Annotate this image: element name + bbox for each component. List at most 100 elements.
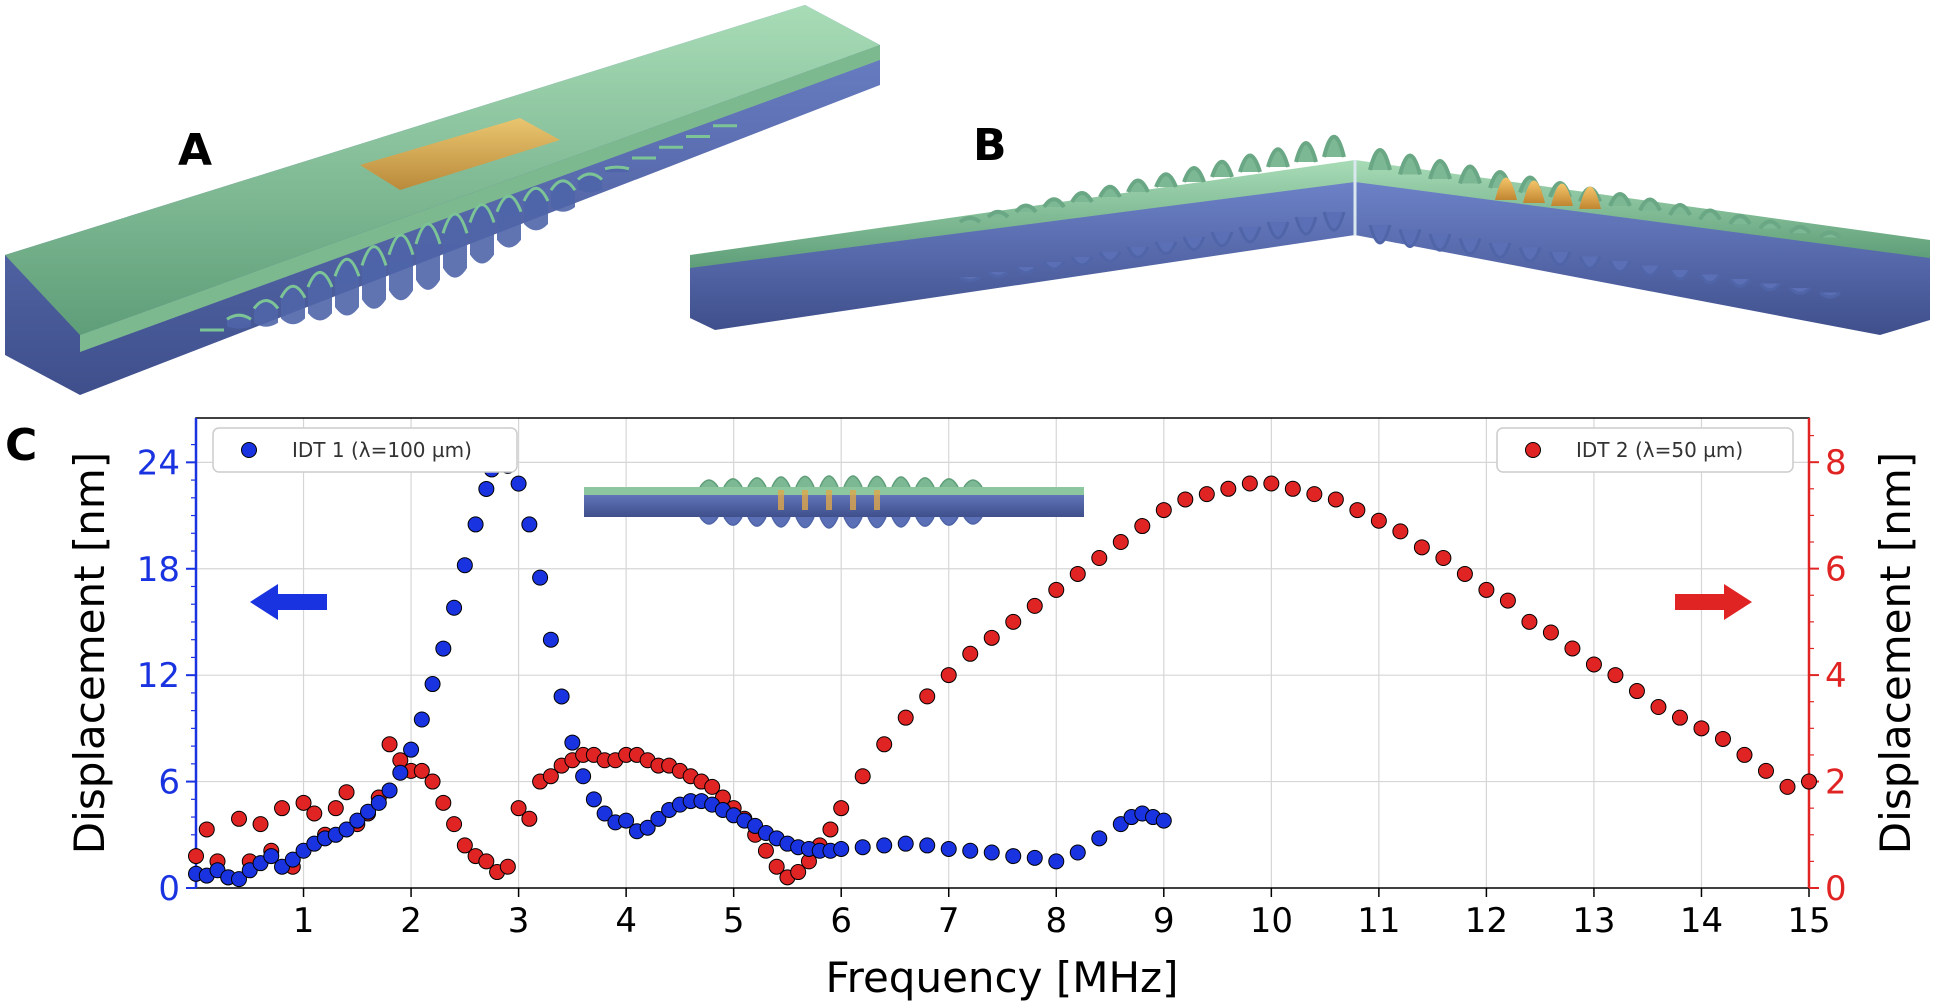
inset-wave-crest (699, 479, 719, 488)
inset-wave-crest (819, 475, 839, 488)
wave-crest (1428, 159, 1452, 180)
wave-trough (1014, 265, 1038, 275)
idt2-data-point (1284, 480, 1301, 497)
inset-wave-trough (915, 516, 935, 527)
idt2-data-point (854, 768, 871, 785)
inset-wave-trough (795, 516, 815, 529)
wave-trough (1458, 238, 1482, 256)
x-tick-label: 4 (615, 901, 637, 941)
idt2-data-point (1306, 486, 1323, 503)
wave-crest (1818, 230, 1842, 239)
idt2-data-point (1413, 539, 1430, 556)
wave-trough (1322, 211, 1346, 232)
idt2-data-point (1456, 565, 1473, 582)
idt2-data-point (1220, 480, 1237, 497)
wave-crest (1458, 164, 1482, 185)
panel-a-label: A (178, 125, 212, 176)
wave-crest (1608, 192, 1632, 207)
wave-crest-film (549, 179, 577, 192)
wave-trough (1398, 229, 1422, 249)
inset-wave-crest (963, 479, 983, 488)
wave-crest-film (522, 186, 550, 202)
electrode-finger (1579, 186, 1601, 209)
inset-electrode (778, 490, 784, 510)
idt2-data-point (1263, 475, 1280, 492)
right-y-tick-label: 8 (1825, 443, 1847, 483)
idt2-data-point (1757, 762, 1774, 779)
panel-b-substrate-right (1355, 180, 1930, 335)
idt1-data-point (392, 764, 409, 781)
idt2-data-point (1198, 486, 1215, 503)
idt1-data-point (564, 734, 581, 751)
idt1-data-point (1091, 830, 1108, 847)
idt2-data-point (1564, 640, 1581, 657)
idt2-data-point (1693, 720, 1710, 737)
idt2-data-point (1155, 502, 1172, 519)
wave-crest (281, 286, 305, 325)
idt1-data-point (360, 803, 377, 820)
idt2-data-point (1499, 592, 1516, 609)
wave-trough (1788, 286, 1812, 295)
inset-wave-crest (939, 478, 959, 488)
x-tick-label: 5 (723, 901, 745, 941)
idt2-data-point (1801, 773, 1817, 790)
x-tick-label: 6 (830, 901, 852, 941)
idt1-data-point (876, 837, 893, 854)
idt2-data-point (252, 816, 269, 833)
wave-crest-film (604, 165, 630, 171)
inset-wave-trough (819, 516, 839, 529)
idt2-data-point (1585, 656, 1602, 673)
idt1-data-point (435, 640, 452, 657)
x-tick-label: 8 (1045, 901, 1067, 941)
wave-crest (1014, 203, 1038, 214)
series-idt1-points (188, 454, 1172, 888)
wave-crest (362, 246, 386, 309)
idt2-data-point (1048, 581, 1065, 598)
left-y-tick-label: 18 (137, 550, 180, 590)
idt1-data-point (919, 837, 936, 854)
wave-crest (443, 213, 467, 278)
idt2-data-point (424, 773, 441, 790)
inset-electrode (826, 490, 832, 510)
idt1-data-point (553, 688, 570, 705)
idt1-data-point (618, 812, 635, 829)
idt1-data-point (532, 569, 549, 586)
right-y-tick-label: 4 (1825, 656, 1847, 696)
inset-wave-crest (867, 475, 887, 488)
wave-crest (227, 315, 251, 329)
idt2-data-point (962, 645, 979, 662)
idt2-data-point (435, 794, 452, 811)
inset-electrode (802, 490, 808, 510)
electrode-finger (1551, 183, 1573, 206)
panel-b-substrate-left (690, 180, 1355, 330)
idt2-data-point (1435, 549, 1452, 566)
right-y-tick-label: 0 (1825, 869, 1847, 909)
idt1-data-point (338, 821, 355, 838)
panel-c-label: C (5, 420, 37, 471)
x-tick-label: 2 (400, 901, 422, 941)
idt2-data-point (1069, 565, 1086, 582)
wave-crest (1788, 225, 1812, 235)
legend-right-label: IDT 2 (λ=50 µm) (1576, 438, 1743, 462)
idt1-data-point (370, 794, 387, 811)
wave-trough (1548, 251, 1572, 267)
left-y-axis-title: Displacement [nm] (65, 452, 114, 854)
idt1-data-point (478, 480, 495, 497)
wave-crest (551, 180, 575, 212)
wave-crest (1182, 166, 1206, 183)
inset-wave-trough (939, 516, 959, 526)
idt1-data-point (596, 805, 613, 822)
wave-crest (335, 259, 359, 316)
idt1-data-point (962, 842, 979, 859)
wave-trough (1728, 278, 1752, 288)
wave-crest (416, 224, 440, 290)
wave-crest-film (226, 313, 252, 321)
idt1-data-point (1048, 853, 1065, 870)
electrode-finger (1523, 180, 1545, 203)
idt1-data-point (263, 848, 280, 865)
idt2-data-point (1650, 699, 1667, 716)
inset-wave-crest (795, 475, 815, 488)
wave-trough (1488, 242, 1512, 259)
idt1-data-point (575, 768, 592, 785)
wave-crest (1098, 184, 1122, 198)
